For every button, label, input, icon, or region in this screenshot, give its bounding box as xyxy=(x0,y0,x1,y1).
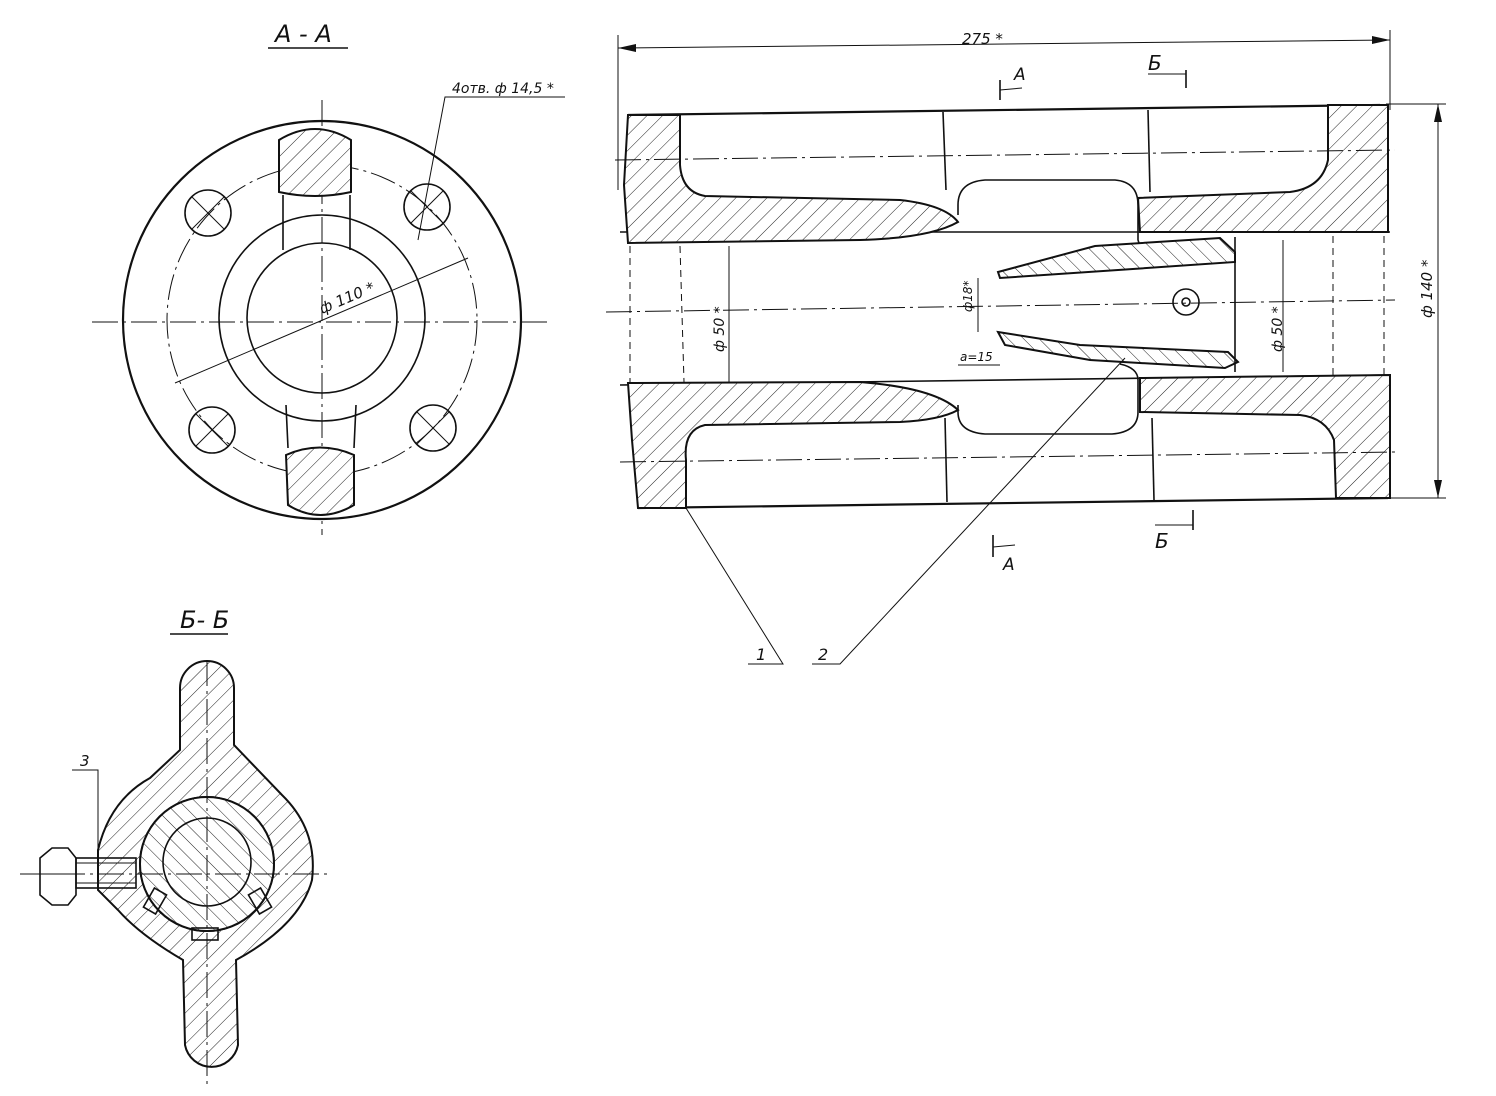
chamber-top-outline xyxy=(957,179,1161,250)
right-flange-upper-section xyxy=(1136,104,1389,233)
nozzle-lower-section xyxy=(996,330,1240,370)
key-slot-left xyxy=(142,886,168,916)
left-flange-upper-section xyxy=(622,114,960,245)
callout-2-leader xyxy=(812,357,1126,665)
lower-rib-section xyxy=(284,446,355,516)
chamber-bottom-outline xyxy=(957,363,1139,435)
bore-circle xyxy=(246,242,398,394)
rib-line-left-bottom xyxy=(944,417,948,503)
key-slot-right xyxy=(247,886,273,916)
cut-b-top-label: Б xyxy=(1148,51,1162,75)
right-flange-lower-section xyxy=(1139,373,1391,499)
length-label: 275 * xyxy=(962,30,1003,48)
section-a-a-view: А - А ф 110 * xyxy=(92,20,565,535)
holes-note-label: 4отв. ф 14,5 * xyxy=(452,81,554,97)
holes-note-leader xyxy=(417,96,565,241)
set-screw-hole-inner xyxy=(1181,297,1191,307)
bolt-hole-bottom-right xyxy=(409,404,457,452)
callout-1-leader xyxy=(685,507,784,665)
locking-bolt xyxy=(39,847,137,906)
callout-3-label: 3 xyxy=(80,752,90,770)
hidden-edge-left-2 xyxy=(679,245,685,383)
nozzle-label: ф18* xyxy=(961,280,975,312)
upper-rib-walls xyxy=(282,195,351,250)
dia-140-label: ф 140 * xyxy=(1418,259,1436,318)
bore-left-label: ф 50 * xyxy=(712,306,728,352)
section-b-b-view: Б- Б 3 xyxy=(20,606,330,1085)
callout-3-leader xyxy=(72,769,99,872)
rib-line-right-top xyxy=(1147,109,1151,193)
cut-b-bottom-label: Б xyxy=(1155,529,1169,553)
hub-outer-circle xyxy=(218,214,426,422)
body-top-edge xyxy=(627,103,1381,117)
set-screw-hole xyxy=(1172,288,1200,316)
rib-line-right-bottom xyxy=(1151,417,1155,501)
diameter-110-label: ф 110 * xyxy=(317,278,378,318)
callout-1-label: 1 xyxy=(756,645,766,664)
diameter-110-dimension-line xyxy=(174,257,469,384)
lower-bolt-centerline xyxy=(619,451,1396,463)
upper-bolt-centerline xyxy=(614,149,1396,161)
bolt-hole-bottom-left xyxy=(188,406,236,454)
nozzle-upper-section xyxy=(996,236,1236,280)
bore-right-label: ф 50 * xyxy=(1270,306,1286,352)
upper-rib-section xyxy=(278,128,352,197)
cut-a-top-arrow xyxy=(999,87,1023,91)
bolt-hole-top-right xyxy=(403,183,451,231)
gap-label: а=15 xyxy=(960,350,993,364)
section-b-b-title: Б- Б xyxy=(180,606,229,634)
main-section-view: 275 * ф 140 * xyxy=(605,30,1446,665)
section-a-a-title: А - А xyxy=(273,20,332,48)
left-flange-lower-section xyxy=(626,380,960,509)
lower-rib-walls xyxy=(285,404,357,449)
body-bottom-edge xyxy=(637,496,1389,510)
length-dimension-line xyxy=(617,39,1391,49)
cut-a-bottom-arrow xyxy=(992,544,1016,548)
key-slot-bottom xyxy=(191,927,219,941)
cut-a-bottom-label: А xyxy=(1002,555,1015,575)
bolt-hole-top-left xyxy=(184,189,232,237)
rib-line-left-top xyxy=(942,111,947,191)
callout-2-label: 2 xyxy=(818,645,828,664)
main-axis-centerline xyxy=(605,299,1396,313)
cut-a-top-label: А xyxy=(1013,65,1026,85)
